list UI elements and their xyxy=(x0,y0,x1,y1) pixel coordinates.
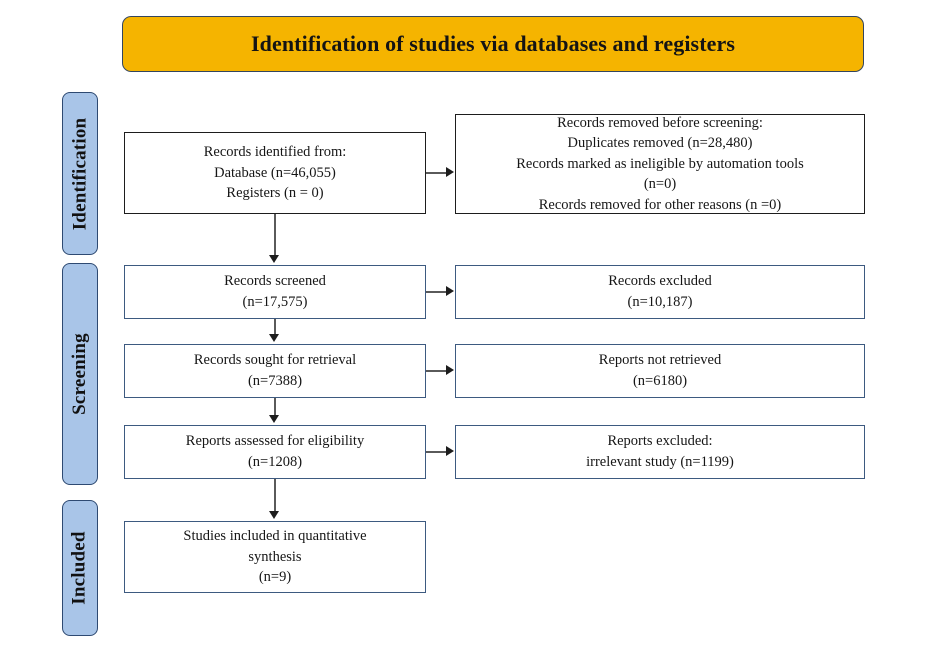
box-line: Records screened xyxy=(224,273,326,290)
stage-tab-included-label: Included xyxy=(69,531,91,605)
box-line: Records sought for retrieval xyxy=(193,352,357,369)
box-line: Records excluded xyxy=(608,273,712,290)
arrow-right-icon xyxy=(446,365,454,375)
box-line: Reports excluded: xyxy=(607,433,713,450)
box-records-identified: Records identified from: Database (n=46,… xyxy=(124,132,426,214)
box-line: Reports assessed for eligibility xyxy=(185,433,365,450)
box-line: (n=1208) xyxy=(247,454,303,470)
diagram-title-banner: Identification of studies via databases … xyxy=(122,16,864,72)
box-line: Studies included in quantitative xyxy=(183,528,367,545)
stage-tab-included: Included xyxy=(62,500,98,636)
arrow-right-icon xyxy=(446,167,454,177)
box-line: Reports not retrieved xyxy=(598,352,722,369)
diagram-title: Identification of studies via databases … xyxy=(250,30,736,56)
box-line: Records removed for other reasons (n =0) xyxy=(538,196,782,213)
box-line: (n=6180) xyxy=(632,373,688,389)
box-line: Database (n=46,055) xyxy=(214,164,336,181)
stage-tab-identification: Identification xyxy=(62,92,98,255)
box-records-excluded: Records excluded (n=10,187) xyxy=(455,265,865,319)
box-line: synthesis xyxy=(248,548,302,565)
box-line: (n=10,187) xyxy=(627,294,693,310)
arrow-down-icon xyxy=(269,334,279,342)
box-line: (n=0) xyxy=(643,176,677,193)
box-line: irrelevant study (n=1199) xyxy=(586,454,734,470)
arrow-down-icon xyxy=(269,511,279,519)
box-records-removed-before-screening: Records removed before screening: Duplic… xyxy=(455,114,865,214)
box-line: Registers (n = 0) xyxy=(226,185,324,202)
arrow-right-icon xyxy=(446,446,454,456)
box-reports-assessed-for-eligibility: Reports assessed for eligibility (n=1208… xyxy=(124,425,426,479)
box-line: Records removed before screening: xyxy=(557,114,763,131)
box-line: (n=7388) xyxy=(247,373,303,389)
arrow-down-icon xyxy=(269,255,279,263)
connector-sought-to-not-retrieved xyxy=(426,370,449,372)
box-line: Records identified from: xyxy=(203,144,347,161)
box-line: Duplicates removed (n=28,480) xyxy=(567,135,753,152)
connector-identified-to-screened xyxy=(274,214,276,258)
arrow-down-icon xyxy=(269,415,279,423)
connector-screened-to-excluded xyxy=(426,291,449,293)
connector-assessed-to-reports-excluded xyxy=(426,451,449,453)
box-reports-not-retrieved: Reports not retrieved (n=6180) xyxy=(455,344,865,398)
connector-assessed-to-included xyxy=(274,479,276,514)
box-line: Records marked as ineligible by automati… xyxy=(516,155,804,172)
arrow-right-icon xyxy=(446,286,454,296)
connector-identified-to-removed xyxy=(426,172,449,174)
stage-tab-identification-label: Identification xyxy=(69,117,90,230)
stage-tab-screening: Screening xyxy=(62,263,98,485)
box-records-screened: Records screened (n=17,575) xyxy=(124,265,426,319)
box-studies-included: Studies included in quantitative synthes… xyxy=(124,521,426,593)
connector-sought-to-assessed xyxy=(274,398,276,418)
connector-screened-to-sought xyxy=(274,319,276,337)
box-line: (n=9) xyxy=(258,569,292,586)
box-records-sought-for-retrieval: Records sought for retrieval (n=7388) xyxy=(124,344,426,398)
box-line: (n=17,575) xyxy=(242,294,308,310)
box-reports-excluded: Reports excluded: irrelevant study (n=11… xyxy=(455,425,865,479)
stage-tab-screening-label: Screening xyxy=(69,333,91,415)
